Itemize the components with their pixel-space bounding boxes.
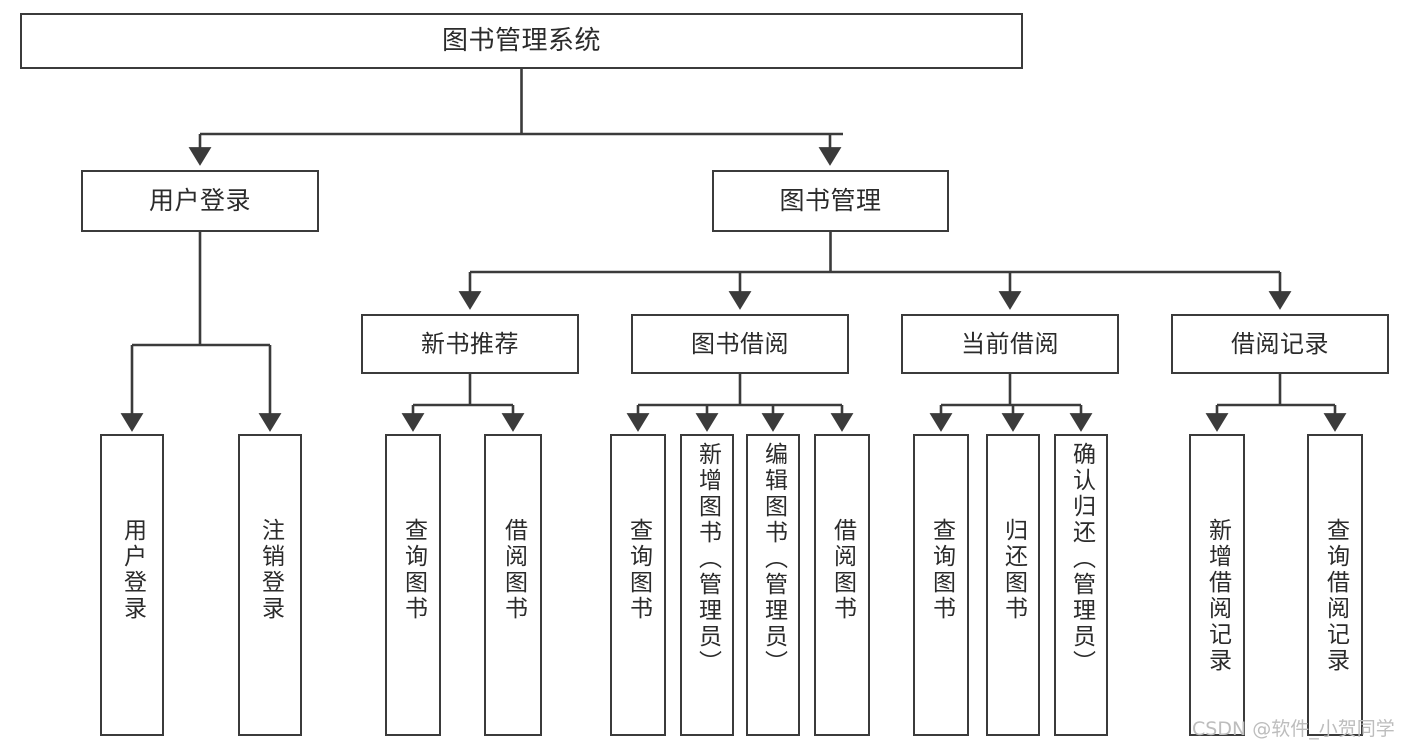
edge-group-current-borrow	[929, 374, 1093, 432]
leaf-query-book-rec-label: 查询图书	[400, 518, 427, 622]
node-book-management-label: 图书管理	[779, 186, 882, 216]
leaf-logout[interactable]: 注销登录	[238, 434, 302, 736]
leaf-confirm-return-admin-label: 确认归还（管理员）	[1068, 442, 1095, 676]
leaf-add-borrow-record[interactable]: 新增借阅记录	[1189, 434, 1245, 736]
leaf-query-book-rec[interactable]: 查询图书	[385, 434, 441, 736]
leaf-query-book-current[interactable]: 查询图书	[913, 434, 969, 736]
node-user-login-label: 用户登录	[148, 186, 251, 216]
node-root-label: 图书管理系统	[441, 25, 601, 56]
node-current-borrow-label: 当前借阅	[961, 329, 1059, 358]
leaf-add-book-admin-label: 新增图书（管理员）	[694, 442, 721, 676]
node-current-borrow[interactable]: 当前借阅	[901, 314, 1119, 374]
leaf-borrow-book-label: 借阅图书	[829, 518, 856, 622]
node-book-management[interactable]: 图书管理	[712, 170, 949, 232]
leaf-edit-book-admin-label: 编辑图书（管理员）	[760, 442, 787, 676]
node-user-login[interactable]: 用户登录	[81, 170, 319, 232]
edge-group-borrow	[626, 374, 854, 432]
node-new-book-recommend[interactable]: 新书推荐	[361, 314, 579, 374]
edge-group-borrow-record	[1205, 374, 1347, 432]
edge-group-user-login	[120, 232, 282, 432]
leaf-query-book-borrow[interactable]: 查询图书	[610, 434, 666, 736]
leaf-borrow-book-rec[interactable]: 借阅图书	[484, 434, 542, 736]
leaf-add-book-admin[interactable]: 新增图书（管理员）	[680, 434, 734, 736]
leaf-logout-label: 注销登录	[257, 518, 284, 622]
node-root[interactable]: 图书管理系统	[20, 13, 1023, 69]
node-book-borrow-label: 图书借阅	[691, 329, 789, 358]
leaf-return-book-label: 归还图书	[1000, 518, 1027, 622]
node-new-book-recommend-label: 新书推荐	[421, 329, 519, 358]
node-borrow-record-label: 借阅记录	[1231, 329, 1329, 358]
leaf-query-book-current-label: 查询图书	[928, 518, 955, 622]
leaf-add-borrow-record-label: 新增借阅记录	[1204, 518, 1231, 674]
leaf-borrow-book[interactable]: 借阅图书	[814, 434, 870, 736]
edge-group-new-book	[401, 374, 525, 432]
leaf-borrow-book-rec-label: 借阅图书	[500, 518, 527, 622]
edge-group-root	[188, 69, 843, 166]
leaf-confirm-return-admin[interactable]: 确认归还（管理员）	[1054, 434, 1108, 736]
leaf-user-login[interactable]: 用户登录	[100, 434, 164, 736]
leaf-query-book-borrow-label: 查询图书	[625, 518, 652, 622]
leaf-query-borrow-record-label: 查询借阅记录	[1322, 518, 1349, 674]
leaf-user-login-label: 用户登录	[119, 518, 146, 622]
csdn-watermark: CSDN @软件_小贺同学	[1192, 718, 1395, 740]
edge-group-book-mgmt	[458, 232, 1292, 310]
leaf-return-book[interactable]: 归还图书	[986, 434, 1040, 736]
node-borrow-record[interactable]: 借阅记录	[1171, 314, 1389, 374]
leaf-edit-book-admin[interactable]: 编辑图书（管理员）	[746, 434, 800, 736]
leaf-query-borrow-record[interactable]: 查询借阅记录	[1307, 434, 1363, 736]
node-book-borrow[interactable]: 图书借阅	[631, 314, 849, 374]
